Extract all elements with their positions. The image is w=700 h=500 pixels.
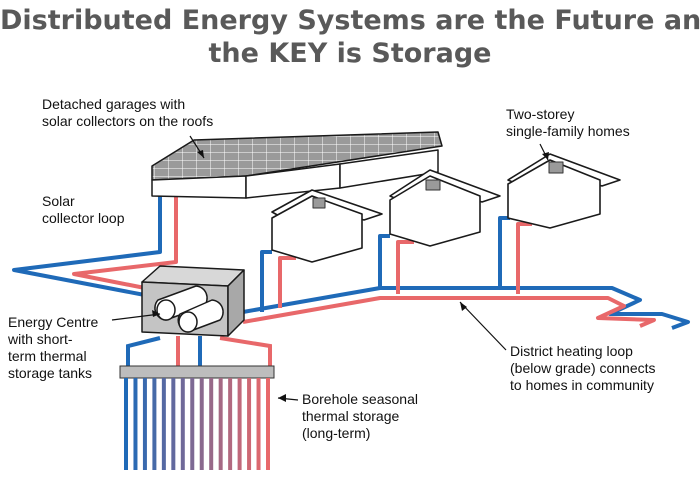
district-loop-leader: [459, 301, 507, 351]
home-3-window: [548, 161, 564, 174]
energy-centre-label: Energy Centre with short- term thermal s…: [8, 314, 98, 382]
borehole-label: Borehole seasonal thermal storage (long-…: [302, 391, 418, 442]
borehole-label-line-2: thermal storage: [302, 408, 400, 424]
district-loop-label-line-1: District heating loop: [510, 343, 633, 359]
home-2-window: [425, 179, 441, 191]
garage-1-wall: [151, 175, 247, 199]
leader-lines: [111, 135, 549, 402]
home-1-body: [271, 195, 363, 263]
homes-label-line-1: Two-storey: [506, 106, 575, 122]
district-loop-label-line-2: (below grade) connects: [510, 360, 656, 376]
borehole-tubes: [124, 378, 270, 470]
home-1-window: [312, 197, 326, 209]
solar-loop-label-line-1: Solar: [42, 193, 75, 209]
thermal-storage-tanks: [154, 285, 224, 333]
energy-centre-side: [227, 269, 245, 337]
home-3-riser-supply: [516, 222, 532, 294]
home-2-riser-return: [378, 234, 390, 288]
borehole-label-line-3: (long-term): [302, 425, 371, 441]
title-line-2: the KEY is Storage: [208, 38, 492, 69]
solar-loop-label-line-2: collector loop: [42, 210, 125, 226]
page-title: Distributed Energy Systems are the Futur…: [0, 4, 700, 70]
solar-loop-label: Solar collector loop: [42, 193, 125, 227]
energy-centre-label-line-2: with short-: [8, 331, 73, 347]
home-1-riser-supply: [278, 256, 296, 308]
energy-centre: [141, 265, 245, 337]
district-loop-supply-pipe: [242, 296, 656, 328]
home-2: [389, 169, 501, 247]
energy-centre-leader: [111, 313, 161, 321]
home-2-riser-supply: [396, 240, 414, 294]
garages-label-line-2: solar collectors on the roofs: [42, 113, 214, 129]
borehole-field: [119, 336, 275, 470]
energy-centre-label-line-4: storage tanks: [8, 365, 93, 381]
home-2-body: [389, 175, 481, 247]
borehole-manifold: [119, 365, 275, 379]
home-3-body: [507, 159, 601, 229]
homes-label-line-2: single-family homes: [506, 123, 630, 139]
garage-3-wall: [339, 149, 439, 189]
borehole-feed-right: [219, 336, 272, 368]
home-1-riser-return: [260, 250, 272, 312]
energy-centre-label-line-1: Energy Centre: [8, 314, 99, 330]
garages-label-line-1: Detached garages with: [42, 96, 186, 112]
borehole-label-line-1: Borehole seasonal: [302, 391, 418, 407]
detached-garages: [151, 131, 443, 199]
homes-label: Two-storey single-family homes: [506, 106, 630, 140]
title-line-1: Distributed Energy Systems are the Futur…: [0, 5, 700, 36]
district-loop-label-line-3: to homes in community: [510, 377, 654, 393]
garages-label: Detached garages with solar collectors o…: [42, 96, 213, 130]
district-heating-loop: [242, 216, 690, 330]
home-3-riser-return: [498, 216, 510, 288]
district-loop-label: District heating loop (below grade) conn…: [510, 343, 656, 394]
borehole-feed-left: [126, 336, 161, 368]
energy-centre-label-line-3: term thermal: [8, 348, 87, 364]
home-1: [271, 189, 383, 263]
home-3: [507, 153, 621, 229]
